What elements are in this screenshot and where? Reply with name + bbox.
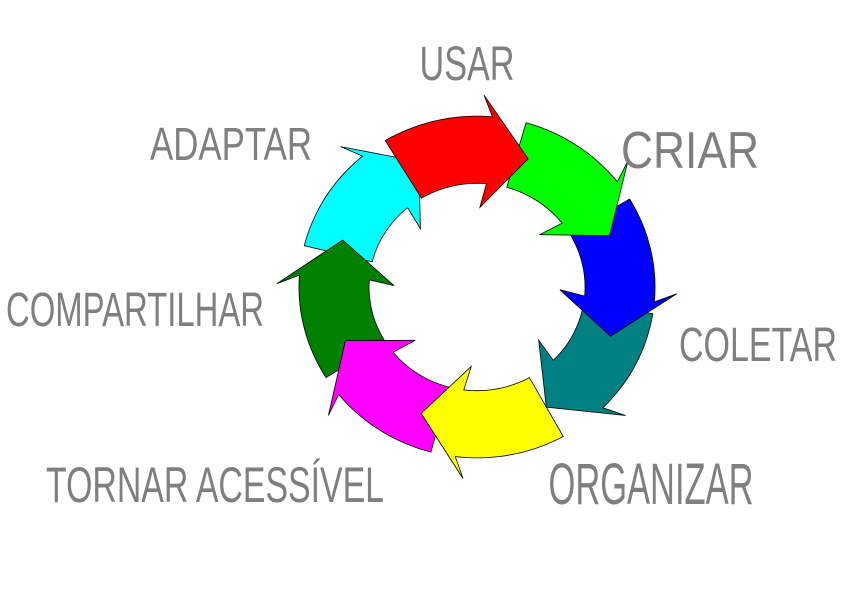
label-organizar: ORGANIZAR	[549, 452, 754, 517]
arrow-usar	[384, 94, 529, 209]
arrow-compartilhar	[328, 339, 450, 453]
label-tornar-acessivel: TORNAR ACESSÍVEL	[46, 457, 384, 513]
label-usar: USAR	[420, 38, 515, 91]
label-compartilhar: COMPARTILHAR	[6, 284, 264, 337]
label-adaptar: ADAPTAR	[150, 118, 312, 170]
arrow-tornar-acessivel	[420, 365, 564, 479]
cycle-arrows	[276, 94, 678, 479]
arrow-organizar	[538, 302, 654, 416]
label-criar: CRIAR	[621, 122, 759, 180]
label-coletar: COLETAR	[679, 319, 837, 372]
arrow-criar	[506, 122, 629, 237]
